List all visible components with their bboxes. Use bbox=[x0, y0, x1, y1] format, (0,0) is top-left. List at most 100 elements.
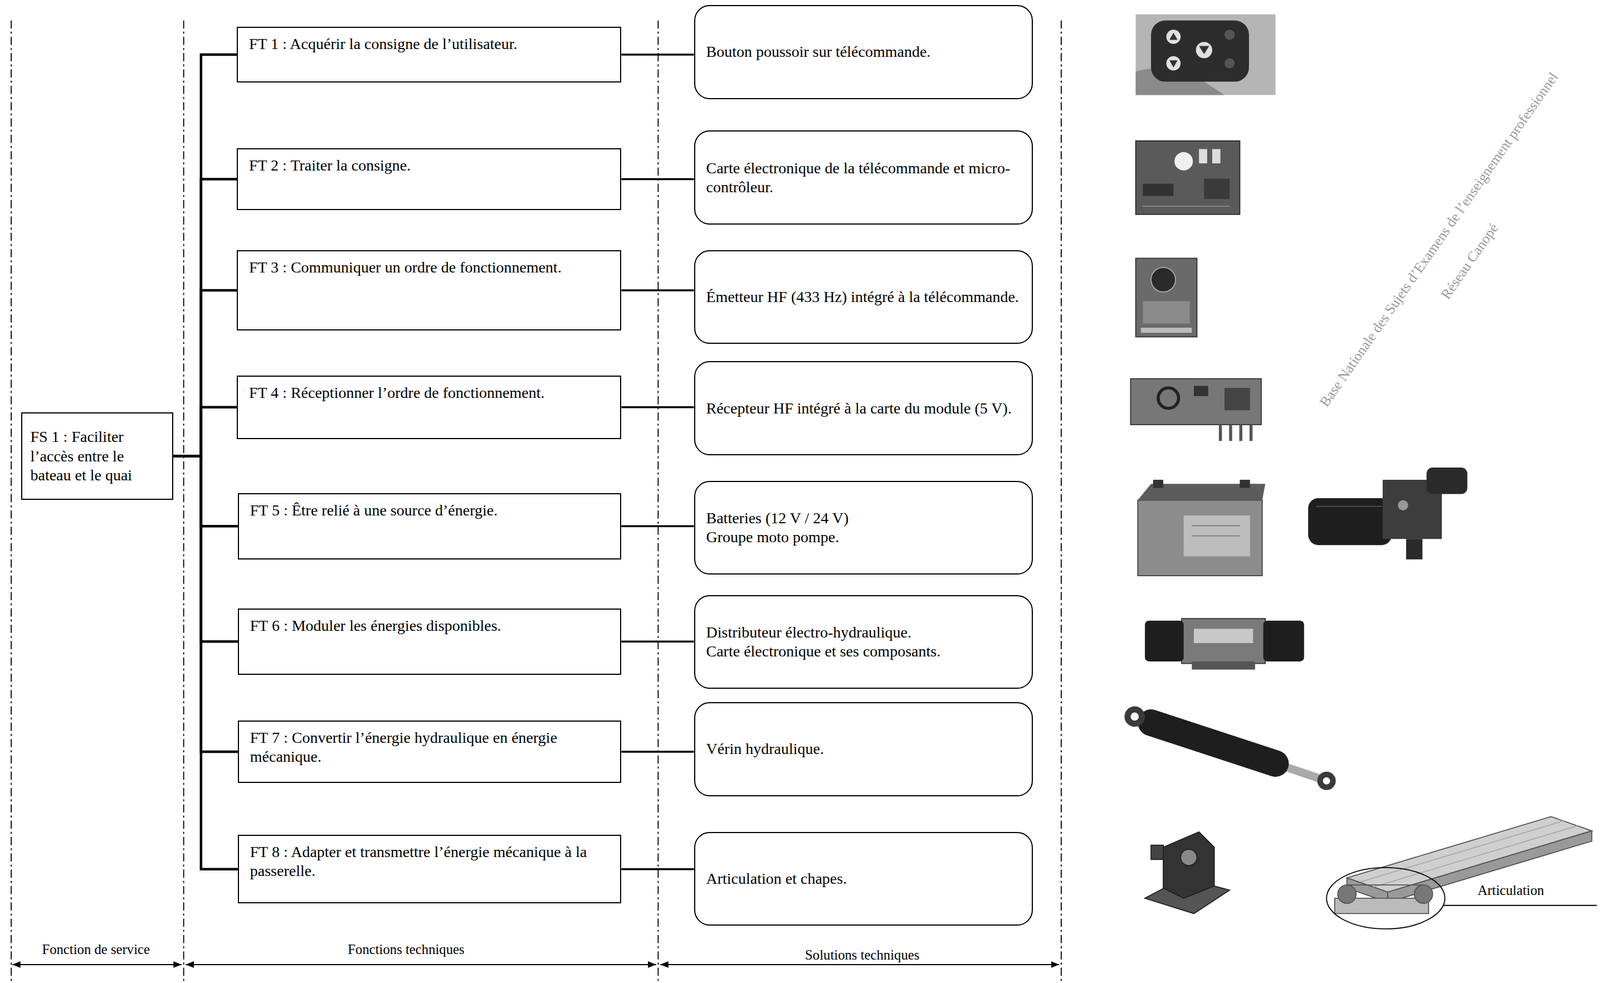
hf-receiver-photo bbox=[1193, 385, 1209, 396]
connector bbox=[621, 178, 694, 181]
connector bbox=[173, 456, 238, 642]
battery-photo bbox=[1137, 500, 1262, 577]
watermark: Réseau Canopé bbox=[1438, 221, 1501, 302]
solution-box: Récepteur HF intégré à la carte du modul… bbox=[694, 361, 1033, 456]
motor-pump-photo bbox=[1397, 500, 1408, 511]
technical-function-box: FT 2 : Traiter la consigne. bbox=[236, 148, 622, 211]
connector bbox=[173, 178, 237, 456]
remote-control-photo bbox=[1196, 41, 1213, 58]
hinge-bracket-drawing bbox=[1180, 849, 1197, 866]
hf-emitter-photo bbox=[1142, 300, 1190, 324]
technical-function-box: FT 8 : Adapter et transmettre l’énergie … bbox=[237, 834, 622, 904]
node-text: Articulation et chapes. bbox=[706, 869, 1023, 889]
gangway-drawing bbox=[1373, 825, 1578, 887]
hf-receiver-photo bbox=[1239, 424, 1243, 441]
gangway-drawing bbox=[1347, 816, 1593, 892]
remote-control-photo bbox=[1224, 29, 1235, 40]
circuit-board-photo bbox=[1142, 183, 1174, 197]
hf-receiver-photo bbox=[1130, 378, 1261, 442]
remote-control-photo bbox=[1166, 56, 1182, 71]
hf-receiver-photo bbox=[1249, 424, 1253, 441]
service-function-box: FS 1 : Faciliter l’accès entre le bateau… bbox=[21, 412, 174, 501]
node-text: FT 8 : Adapter et transmettre l’énergie … bbox=[250, 842, 616, 881]
technical-function-box: FT 4 : Réceptionner l’ordre de fonctionn… bbox=[236, 375, 622, 439]
gangway-drawing bbox=[1347, 884, 1424, 886]
circuit-board-photo bbox=[1135, 140, 1241, 215]
solution-box: Articulation et chapes. bbox=[694, 831, 1033, 926]
hinge-bracket-drawing bbox=[1144, 831, 1230, 914]
solenoid-valve-photo bbox=[1193, 628, 1253, 643]
technical-function-box: FT 6 : Moduler les énergies disponibles. bbox=[237, 608, 622, 675]
connector bbox=[173, 456, 238, 870]
dash-dot-separator bbox=[1060, 20, 1062, 983]
solenoid-valve-photo bbox=[1181, 618, 1266, 664]
dimension-label: Fonctions techniques bbox=[347, 942, 465, 957]
leader-line bbox=[1442, 904, 1598, 906]
hinge-bracket-drawing bbox=[1150, 845, 1164, 860]
circuit-board-photo bbox=[1135, 140, 1241, 215]
technical-function-box: FT 3 : Communiquer un ordre de fonctionn… bbox=[236, 250, 622, 331]
battery-photo bbox=[1191, 524, 1240, 526]
solution-box: Émetteur HF (433 Hz) intégré à la téléco… bbox=[694, 250, 1033, 345]
motor-pump-photo bbox=[1426, 467, 1468, 495]
hf-receiver-photo bbox=[1130, 378, 1261, 425]
solution-box: Vérin hydraulique. bbox=[694, 701, 1033, 797]
remote-control-photo bbox=[1169, 32, 1178, 41]
connector bbox=[173, 290, 237, 457]
hydraulic-cylinder-photo bbox=[1317, 771, 1336, 790]
dash-dot-separator bbox=[11, 20, 1062, 983]
node-text: Batteries (12 V / 24 V) bbox=[706, 508, 1023, 528]
connector bbox=[621, 406, 694, 409]
hf-receiver-photo bbox=[1228, 424, 1232, 441]
dimension-label: Solutions techniques bbox=[805, 948, 920, 963]
technical-function-box: FT 5 : Être relié à une source d’énergie… bbox=[237, 493, 622, 560]
hydraulic-cylinder-photo bbox=[1124, 706, 1336, 790]
solenoid-valve-photo bbox=[1191, 661, 1256, 670]
motor-pump-photo bbox=[1308, 467, 1468, 560]
hydraulic-cylinder-photo bbox=[1130, 712, 1139, 721]
watermark: Base Nationale des Sujets d’Examens de l… bbox=[1316, 70, 1561, 410]
dash-dot-separator bbox=[10, 20, 12, 983]
solution-box: Carte électronique de la télécommande et… bbox=[694, 130, 1033, 225]
remote-control-photo bbox=[1150, 20, 1250, 82]
motor-pump-photo bbox=[1406, 538, 1423, 560]
node-text: Carte électronique de la télécommande et… bbox=[706, 158, 1023, 197]
motor-pump-photo bbox=[1316, 505, 1382, 507]
node-text: Groupe moto pompe. bbox=[706, 527, 1023, 547]
node-text: Carte électronique et ses composants. bbox=[706, 641, 1023, 661]
hf-receiver-photo bbox=[1158, 387, 1179, 409]
node-text: FS 1 : Faciliter l’accès entre le bateau… bbox=[30, 427, 165, 485]
solution-box: Bouton poussoir sur télécommande. bbox=[694, 5, 1033, 100]
battery-photo bbox=[1191, 535, 1240, 537]
connector bbox=[621, 867, 694, 871]
node-text: FT 7 : Convertir l’énergie hydraulique e… bbox=[250, 728, 616, 767]
connector bbox=[173, 456, 238, 526]
node-text: FT 3 : Communiquer un ordre de fonctionn… bbox=[249, 257, 616, 277]
solenoid-valve-photo bbox=[1263, 620, 1305, 662]
battery-photo bbox=[1183, 515, 1251, 556]
gangway-drawing bbox=[1334, 816, 1593, 914]
remote-control-photo bbox=[1224, 57, 1235, 68]
dash-dot-separator bbox=[183, 20, 185, 983]
connector bbox=[621, 640, 694, 643]
solution-box: Distributeur électro-hydraulique.Carte é… bbox=[694, 594, 1033, 690]
node-text: Distributeur électro-hydraulique. bbox=[706, 622, 1023, 642]
circuit-board-photo bbox=[1174, 152, 1193, 171]
hydraulic-cylinder-photo bbox=[1124, 706, 1145, 728]
remote-control-photo bbox=[1135, 14, 1276, 96]
node-text: FT 1 : Acquérir la consigne de l’utilisa… bbox=[249, 34, 616, 54]
node-text: Émetteur HF (433 Hz) intégré à la téléco… bbox=[706, 287, 1023, 307]
hf-emitter-photo bbox=[1140, 327, 1193, 333]
technical-function-box: FT 1 : Acquérir la consigne de l’utilisa… bbox=[236, 26, 622, 84]
remote-control-photo bbox=[1166, 29, 1182, 45]
solenoid-valve-photo bbox=[1144, 620, 1184, 662]
connector bbox=[621, 53, 694, 56]
connector bbox=[173, 54, 237, 457]
circuit-board-photo bbox=[1203, 178, 1230, 200]
battery-photo bbox=[1153, 479, 1164, 489]
remote-control-photo bbox=[1135, 14, 1276, 96]
node-text: Bouton poussoir sur télécommande. bbox=[706, 42, 1023, 62]
dimension-arrow bbox=[185, 963, 656, 965]
node-text: FT 6 : Moduler les énergies disponibles. bbox=[250, 616, 616, 636]
